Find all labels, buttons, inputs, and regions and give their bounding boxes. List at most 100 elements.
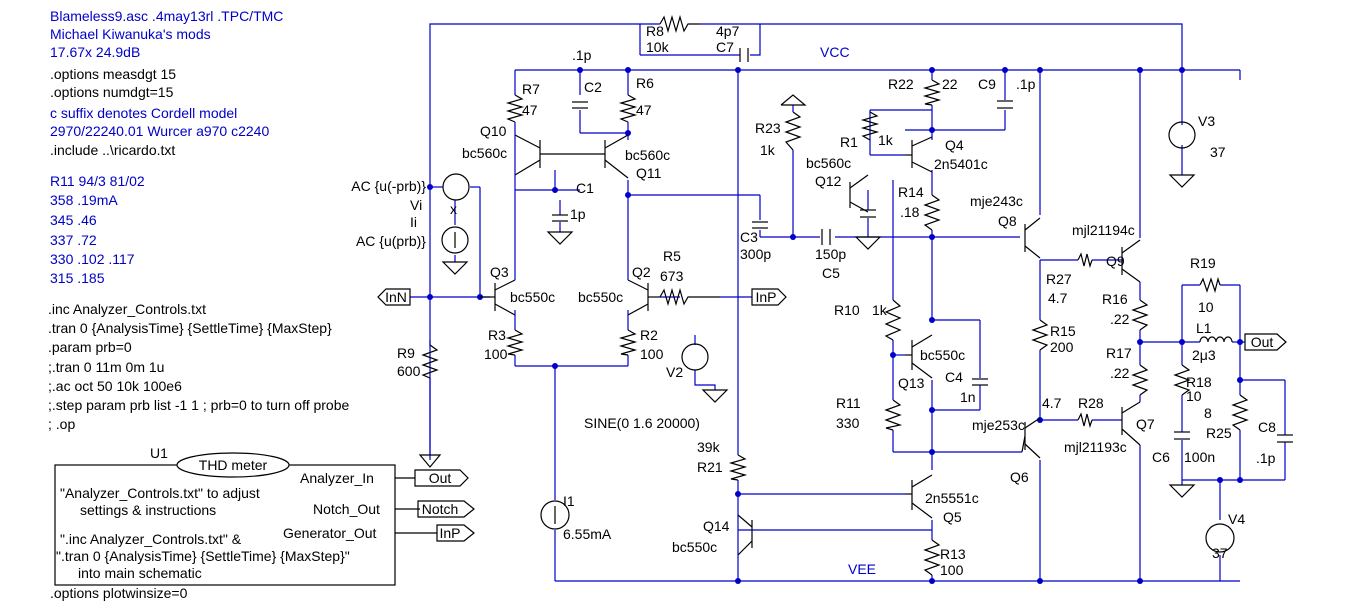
label-c5-ref: C5: [822, 265, 840, 281]
sim-command: ;.tran 0 11m 0m 1u: [48, 359, 164, 375]
port-notch[interactable]: Notch: [417, 500, 475, 518]
label-q9-ref: Q9: [1106, 253, 1125, 269]
label-r15-ref: R15: [1050, 323, 1076, 339]
label-r25-ref: R25: [1206, 425, 1232, 441]
resistor-r16: [1131, 299, 1149, 331]
label-c3-val: 300p: [740, 246, 771, 262]
directive-line: c suffix denotes Cordell model: [50, 105, 237, 121]
label-r7-ref: R7: [522, 81, 540, 97]
label-v4-ref: V4: [1228, 511, 1245, 527]
grounds: [418, 94, 1196, 498]
port-inp-generator[interactable]: InP: [436, 524, 475, 542]
thd-meter-block[interactable]: U1 THD meter Analyzer_In Notch_Out Gener…: [54, 445, 437, 586]
label-v2-val: SINE(0 1.6 20000): [584, 415, 700, 431]
label-r1-ref: R1: [840, 134, 858, 150]
pin-analyzer-in: Analyzer_In: [300, 470, 374, 486]
label-q5-ref: Q5: [943, 509, 962, 525]
directive-line: .options measdgt 15: [50, 66, 176, 82]
label-q5-model: 2n5551c: [925, 490, 979, 506]
port-inp[interactable]: InP: [751, 288, 787, 306]
label-r11-ref: R11: [836, 395, 861, 411]
resistor-r28: [1077, 412, 1093, 429]
port-label: InP: [439, 525, 460, 541]
directive-line: 315 .185: [50, 270, 105, 286]
label-q11-ref: Q11: [636, 165, 662, 181]
label-r18-val: 10: [1186, 388, 1202, 404]
label-r27-ref: R27: [1046, 271, 1072, 287]
thd-meter-title: THD meter: [199, 457, 268, 473]
directive-line: Michael Kiwanuka's mods: [50, 26, 211, 42]
net-vcc: VCC: [820, 44, 850, 60]
label-r28-ref: R28: [1078, 395, 1104, 411]
directive-line: 2970/22240.01 Wurcer a970 c2240: [50, 123, 269, 139]
label-q8-model: mje243c: [970, 193, 1023, 209]
probe-label-ii: Ii: [410, 214, 417, 230]
component-labels: R8 10k 4p7 C7 .1p C2 R7 47 R6 47 Q10 bc5…: [397, 23, 1276, 578]
label-v2-ref: V2: [666, 364, 683, 380]
resistor-r18: [1173, 364, 1191, 396]
label-q2-ref: Q2: [632, 264, 651, 280]
label-q7-ref: Q7: [1136, 416, 1155, 432]
u1-note-line: "Analyzer_Controls.txt" to adjust: [60, 485, 260, 501]
resistor-r22: [922, 79, 942, 106]
label-c4-ref: C4: [945, 369, 963, 385]
directive-line: 330 .102 .117: [50, 251, 135, 267]
label-r23-ref: R23: [755, 120, 781, 136]
label-q4-model: 2n5401c: [934, 156, 988, 172]
label-r8-val: 10k: [646, 39, 670, 55]
label-q7-model: mjl21193c: [1064, 439, 1127, 455]
label-q10-model: bc560c: [462, 145, 507, 161]
directive-line: 17.67x 24.9dB: [50, 44, 140, 60]
sim-command: .inc Analyzer_Controls.txt: [48, 301, 206, 317]
label-r6-val: 47: [636, 102, 652, 118]
label-r2-ref: R2: [640, 327, 658, 343]
label-r19-ref: R19: [1190, 255, 1216, 271]
sim-command: .param prb=0: [48, 339, 132, 355]
port-out[interactable]: Out: [1244, 333, 1287, 351]
directive-line: 337 .72: [50, 232, 97, 248]
sim-command: .tran 0 {AnalysisTime} {SettleTime} {Max…: [48, 320, 332, 336]
junction-dots: [427, 67, 1243, 584]
pin-generator-out: Generator_Out: [283, 525, 376, 541]
label-r23-val: 1k: [760, 142, 776, 158]
port-out-analyzer[interactable]: Out: [414, 469, 469, 487]
label-c7-ref: C7: [716, 39, 734, 55]
label-i1-val: 6.55mA: [563, 526, 612, 542]
label-r9-ref: R9: [397, 345, 415, 361]
resistor-r6: [618, 94, 638, 123]
source-i1: [540, 500, 570, 530]
port-inn[interactable]: InN: [377, 288, 411, 306]
label-r14-val: .18: [900, 204, 920, 220]
resistor-r17: [1131, 364, 1149, 396]
label-q3-ref: Q3: [490, 264, 509, 280]
resistor-r14: [923, 194, 941, 231]
label-r17-val: .22: [1110, 365, 1130, 381]
probe-source-ii: [441, 226, 469, 254]
label-r10-ref: R10: [834, 302, 860, 318]
label-q14-model: bc550c: [672, 539, 717, 555]
label-r11-val: 330: [836, 415, 860, 431]
probe-source-vi: [442, 173, 470, 201]
net-vee: VEE: [848, 561, 876, 577]
label-r7-val: 47: [522, 102, 538, 118]
pin-notch-out: Notch_Out: [313, 501, 380, 517]
resistor-r23: [784, 111, 802, 151]
label-r22-val: 22: [942, 76, 958, 92]
label-v3-val: 37: [1210, 144, 1226, 160]
capacitors: [552, 48, 1293, 443]
label-r3-ref: R3: [488, 327, 506, 343]
label-q4-ref: Q4: [945, 137, 964, 153]
resistors: [421, 14, 1249, 576]
label-c2-ref: C2: [584, 79, 602, 95]
label-r16-val: .22: [1110, 311, 1130, 327]
label-r15-val: 200: [1050, 339, 1074, 355]
probe-label-vi: Vi: [410, 197, 422, 213]
label-r5-val: 673: [660, 268, 684, 284]
resistor-r1: [860, 111, 880, 141]
label-q14-ref: Q14: [703, 518, 730, 534]
label-q9-model: mjl21194c: [1072, 222, 1135, 238]
label-q8-ref: Q8: [998, 213, 1017, 229]
sim-command: ;.step param prb list -1 1 ; prb=0 to tu…: [48, 397, 350, 413]
label-i1-ref: I1: [563, 493, 575, 509]
